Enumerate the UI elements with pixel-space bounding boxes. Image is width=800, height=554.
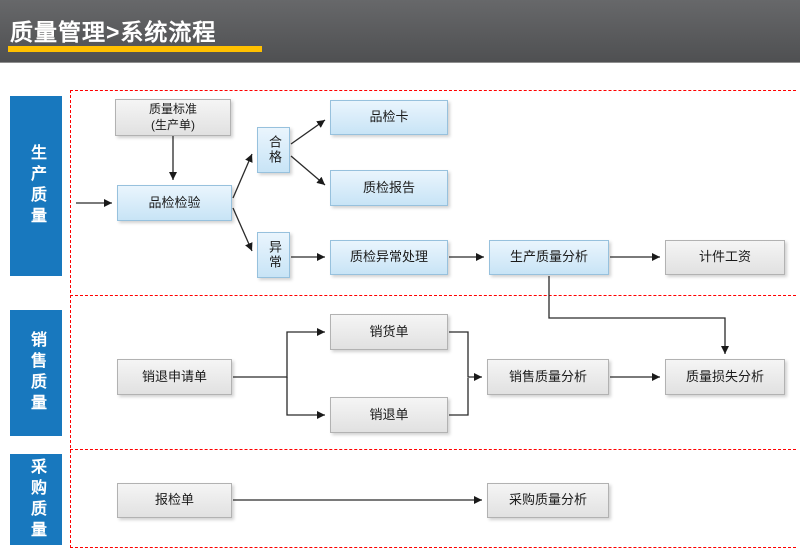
node-inspection: 品检检验 xyxy=(117,185,232,221)
node-piecework-wage: 计件工资 xyxy=(665,240,785,275)
page-header: 质量管理>系统流程 xyxy=(0,0,800,63)
node-quality-loss-analysis: 质量损失分析 xyxy=(665,359,785,395)
lane-production-quality: 生产质量 xyxy=(10,96,62,276)
node-sales-return-request: 销退申请单 xyxy=(117,359,232,395)
divider-production-sales xyxy=(70,295,796,296)
divider-top xyxy=(70,90,796,91)
node-inspection-request: 报检单 xyxy=(117,483,232,518)
title-underline-accent xyxy=(8,46,262,52)
page-title: 质量管理>系统流程 xyxy=(10,19,217,45)
node-qualified: 合格 xyxy=(257,127,290,173)
node-purchase-quality-analysis: 采购质量分析 xyxy=(487,483,609,518)
lane-sales-quality: 销售质量 xyxy=(10,310,62,436)
divider-sales-purchase xyxy=(70,449,796,450)
node-abnormal: 异常 xyxy=(257,232,290,278)
divider-bottom xyxy=(70,547,796,548)
lane-purchase-quality: 采购质量 xyxy=(10,454,62,545)
divider-vertical xyxy=(70,90,71,548)
node-inspection-report: 质检报告 xyxy=(330,170,448,206)
node-sales-order: 销货单 xyxy=(330,314,448,350)
node-sales-return: 销退单 xyxy=(330,397,448,433)
node-quality-standard: 质量标准 (生产单) xyxy=(115,99,231,136)
node-sales-quality-analysis: 销售质量分析 xyxy=(487,359,609,395)
node-production-quality-analysis: 生产质量分析 xyxy=(489,240,609,275)
node-inspection-card: 品检卡 xyxy=(330,100,448,135)
node-abnormal-handling: 质检异常处理 xyxy=(330,240,448,275)
